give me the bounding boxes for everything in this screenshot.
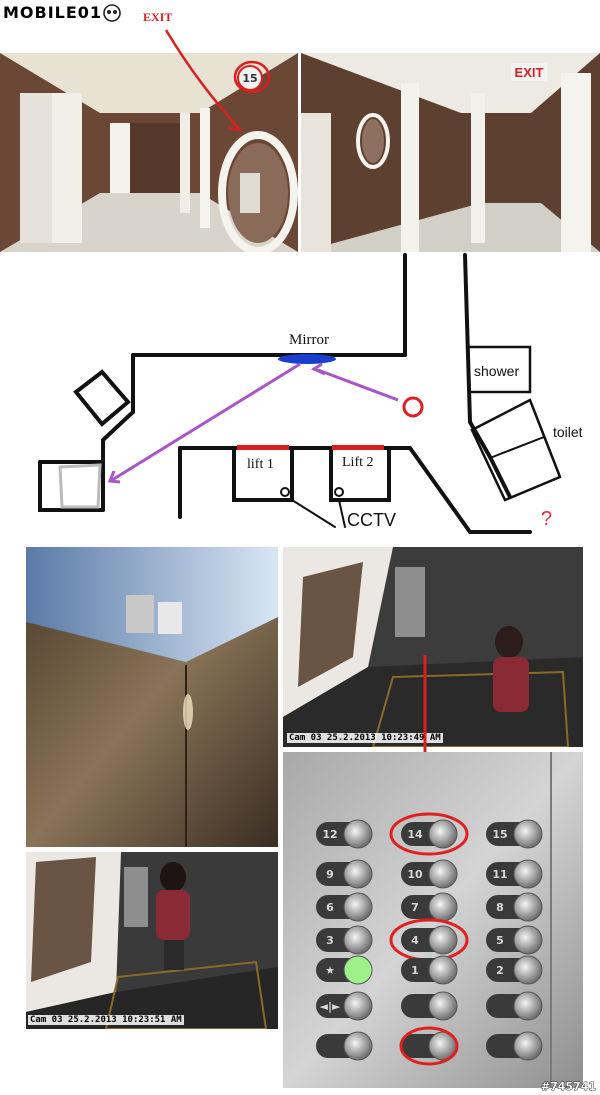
floor-button-label: 9 — [326, 868, 334, 881]
floor-button-label: ★ — [325, 964, 335, 977]
unknown-mark: ? — [541, 508, 553, 530]
post-id-watermark: #745741 — [540, 1080, 596, 1094]
floor-button-label: 10 — [407, 868, 423, 881]
cctv-lift2-icon — [334, 487, 344, 497]
circled-lobby-annotation — [399, 1026, 459, 1066]
floor-button-8[interactable]: 8 — [486, 892, 543, 922]
start-circle — [402, 396, 424, 418]
exit-annotation: EXIT — [143, 10, 173, 24]
elevator-ceiling-photo — [26, 547, 278, 847]
lift2-door — [332, 445, 384, 450]
circled-button-annotation — [389, 812, 469, 856]
elevator-cctv-photo-2: Cam 03 25.2.2013 10:23:51 AM — [26, 852, 278, 1029]
cctv-timestamp-2: Cam 03 25.2.2013 10:23:51 AM — [28, 1015, 184, 1025]
hallway-photo-left: 15 — [0, 53, 298, 252]
floor-button-11[interactable]: 11 — [486, 859, 543, 889]
floor-button-label: 1 — [411, 964, 419, 977]
lift1-label: lift 1 — [247, 457, 274, 472]
floor-button-blank-19[interactable] — [401, 1031, 458, 1061]
path-arrow-to-mirror — [317, 368, 399, 402]
floor-plan-lines — [38, 253, 562, 534]
toilet-label: toilet — [553, 424, 583, 440]
lift2-label: Lift 2 — [342, 455, 374, 470]
floor-button-★[interactable]: ★ — [316, 955, 373, 985]
floor-button-1[interactable]: 1 — [401, 955, 458, 985]
logo-graphic: MOBILE01 — [3, 3, 121, 22]
floor-button-10[interactable]: 10 — [401, 859, 458, 889]
floor-button-9[interactable]: 9 — [316, 859, 373, 889]
elevator-cctv-photo-1: Cam 03 25.2.2013 10:23:49 AM — [283, 547, 583, 747]
floor-button-4[interactable]: 4 — [389, 918, 469, 962]
mirror-label: Mirror — [289, 332, 329, 348]
floor-button-label: 4 — [411, 934, 419, 947]
floor-button-label: 15 — [492, 828, 507, 841]
floor-button-label: 14 — [407, 828, 423, 841]
floor-button-7[interactable]: 7 — [401, 892, 458, 922]
floor-button-label: 8 — [496, 901, 504, 914]
floor-button-label: 6 — [326, 901, 334, 914]
floor-button-label: 3 — [326, 934, 334, 947]
floor-plan-diagram: Mirror shower toilet lift 1 Lift 2 CCTV … — [0, 252, 600, 542]
floor-button-blank-16[interactable] — [401, 991, 458, 1021]
floor-button-label: 7 — [411, 901, 419, 914]
cctv-lift1-icon — [280, 487, 290, 497]
floor-button-6[interactable]: 6 — [316, 892, 373, 922]
cctv-label: CCTV — [347, 510, 396, 530]
exit-sign-text: EXIT — [515, 65, 544, 80]
floor-button-label: 5 — [496, 934, 504, 947]
lift1-door — [237, 445, 289, 450]
floor-button-15[interactable]: 15 — [486, 819, 543, 849]
floor-button-blank-18[interactable] — [316, 1031, 373, 1061]
floor-button-blank-20[interactable] — [486, 1031, 543, 1061]
mirror-mark — [278, 354, 336, 364]
floor-button-2[interactable]: 2 — [486, 955, 543, 985]
floor-button-12[interactable]: 12 — [316, 819, 373, 849]
floor-sign-number: 15 — [242, 72, 257, 85]
hallway-photo-right: EXIT — [301, 53, 600, 252]
floor-button-◄|►[interactable]: ◄|► — [316, 991, 373, 1021]
path-arrow-to-exit — [111, 362, 301, 482]
floor-button-label: ◄|► — [320, 1000, 341, 1013]
floor-button-14[interactable]: 14 — [389, 812, 469, 856]
site-logo: MOBILE01 — [2, 2, 130, 24]
shower-label: shower — [474, 363, 520, 379]
floor-button-label: 2 — [496, 964, 504, 977]
floor-button-label: 11 — [492, 868, 507, 881]
floor-button-label: 12 — [322, 828, 337, 841]
logo-text: MOBILE01 — [3, 3, 102, 22]
floor-button-blank-17[interactable] — [486, 991, 543, 1021]
floor-button-3[interactable]: 3 — [316, 925, 373, 955]
floor-button-5[interactable]: 5 — [486, 925, 543, 955]
exit-arrow-annotation — [164, 29, 271, 132]
cctv-timestamp-1: Cam 03 25.2.2013 10:23:49 AM — [287, 733, 443, 743]
